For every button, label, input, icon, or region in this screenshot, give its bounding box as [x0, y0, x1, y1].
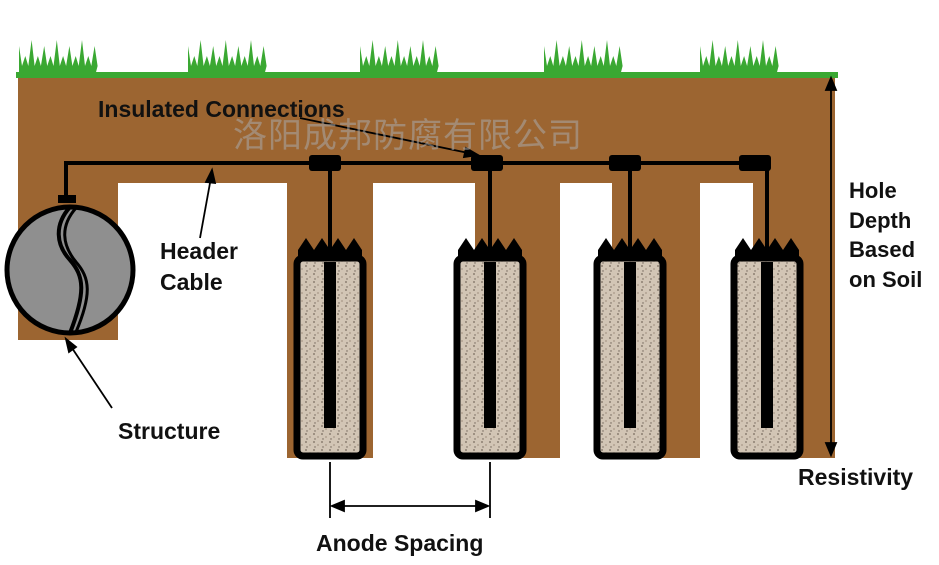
insulated-connections-label: Insulated Connections	[98, 96, 345, 122]
resistivity-label: Resistivity	[798, 464, 914, 490]
anode-rod	[484, 262, 496, 428]
grass-tuft	[360, 40, 439, 76]
grass-tuft	[19, 40, 98, 76]
anode-spacing-dimension	[329, 462, 491, 518]
grass-tuft	[544, 40, 623, 76]
insulated-connection	[309, 155, 341, 171]
insulated-connection	[739, 155, 771, 171]
insulated-connection	[471, 155, 503, 171]
watermark: 洛阳成邦防腐有限公司	[233, 116, 583, 156]
anode	[453, 155, 527, 460]
anode-rod	[761, 262, 773, 428]
hole-depth-label: Hole Depth Based on Soil	[849, 178, 923, 293]
header-cable	[64, 161, 760, 195]
insulated-connection	[609, 155, 641, 171]
grass-tuft	[700, 40, 779, 76]
grass-tufts	[19, 40, 779, 76]
structure-pipe	[4, 195, 136, 336]
anode-rod	[324, 262, 336, 428]
anode	[730, 155, 804, 460]
anode-spacing-label: Anode Spacing	[316, 530, 484, 556]
header-cable-label: Header Cable	[160, 238, 238, 296]
grass-tuft	[188, 40, 267, 76]
hole-depth-dimension	[824, 75, 838, 458]
anode-rod	[624, 262, 636, 428]
leader-lines	[64, 117, 481, 409]
anode	[593, 155, 667, 460]
anode	[293, 155, 367, 460]
structure-label: Structure	[118, 418, 221, 444]
anodes	[293, 155, 804, 460]
